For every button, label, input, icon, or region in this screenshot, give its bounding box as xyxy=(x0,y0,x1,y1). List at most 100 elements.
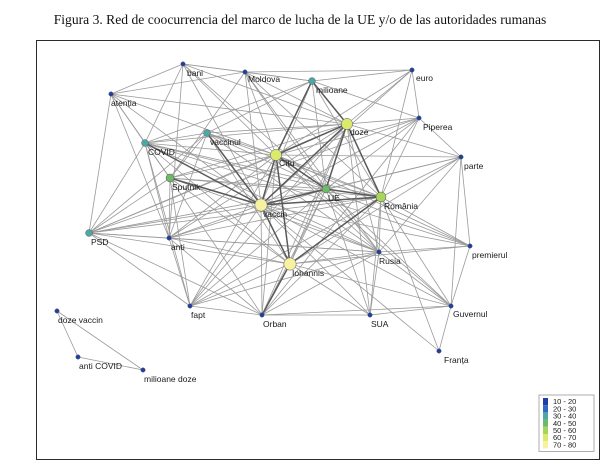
node-label-PSD: PSD xyxy=(91,237,108,247)
edge-Orban-Guvernul xyxy=(261,305,452,316)
edge-Moldova-Citu xyxy=(244,71,277,156)
node-label-UE: UE xyxy=(328,193,340,203)
node-label-milioane_doze: milioane doze xyxy=(144,374,197,384)
edge-UE-SUA xyxy=(325,188,371,316)
edge-atentia-doze xyxy=(110,93,348,125)
edge-Sputnik-UE xyxy=(169,177,327,190)
edge-vaccin-SUA xyxy=(260,204,371,316)
edge-COVID-Citu xyxy=(144,142,277,156)
node-Romania xyxy=(375,191,387,203)
edge-Romania-SUA xyxy=(369,196,382,316)
edge-vaccinul-Rusia xyxy=(206,132,380,253)
edge-atentia-PSD xyxy=(88,93,112,234)
edge-Citu-Iohannis xyxy=(275,154,291,265)
node-Iohannis xyxy=(283,257,297,271)
edge-doze-Romania xyxy=(346,123,382,198)
edge-bani-Citu xyxy=(182,63,277,156)
legend-label-4: 50 - 60 xyxy=(553,426,576,435)
edge-Sputnik-Iohannis xyxy=(169,177,291,265)
node-label-milioane: milioane xyxy=(316,85,348,95)
edge-Citu-Romania xyxy=(275,154,382,198)
edge-Iohannis-Guvernul xyxy=(289,263,452,307)
edge-parte-Iohannis xyxy=(289,156,462,265)
node-SUA xyxy=(367,312,373,318)
edge-Iohannis-Romania xyxy=(289,196,382,265)
edge-Rusia-fapt xyxy=(189,251,380,307)
edge-Iohannis-fapt xyxy=(189,263,291,307)
node-label-COVID: COVID xyxy=(148,147,175,157)
edge-milioane-vaccin xyxy=(260,80,313,206)
legend-swatch-1 xyxy=(543,405,548,413)
edge-Sputnik-PSD xyxy=(88,177,171,234)
node-Rusia xyxy=(376,249,382,255)
edge-vaccin-Iohannis xyxy=(260,204,291,265)
edge-Piperea-UE xyxy=(325,117,420,190)
edge-anti-fapt xyxy=(168,237,191,307)
edge-vaccin-Franta xyxy=(260,204,440,352)
legend-label-0: 10 - 20 xyxy=(553,397,576,406)
edge-parte-Rusia xyxy=(378,156,462,253)
edge-Piperea-parte xyxy=(418,117,462,158)
edge-doze-Sputnik xyxy=(169,123,348,179)
edge-Sputnik-Orban xyxy=(169,177,263,316)
node-doze_vaccin xyxy=(54,308,60,314)
edge-doze-anti xyxy=(168,123,348,239)
edge-doze_vaccin-anti_COVID xyxy=(56,310,79,358)
edge-Piperea-Orban xyxy=(261,117,420,316)
edge-vaccin-premierul xyxy=(260,204,471,247)
edge-fapt-Orban xyxy=(189,305,263,316)
legend-label-6: 70 - 80 xyxy=(553,440,576,449)
legend-label-3: 40 - 50 xyxy=(553,419,576,428)
edge-anti_COVID-milioane_doze xyxy=(77,356,144,371)
node-Moldova xyxy=(242,69,248,75)
edge-vaccin-anti xyxy=(168,204,262,239)
edge-UE-Guvernul xyxy=(325,188,452,307)
edge-Citu-Sputnik xyxy=(169,154,277,179)
edge-milioane-Citu xyxy=(275,80,313,156)
node-label-atentia: atenția xyxy=(111,98,137,108)
node-Guvernul xyxy=(448,303,454,309)
node-label-fapt: fapt xyxy=(191,310,206,320)
edge-doze-parte xyxy=(346,123,462,158)
legend-label-2: 30 - 40 xyxy=(553,412,576,421)
edge-doze-UE xyxy=(325,123,348,190)
edge-Moldova-atentia xyxy=(110,71,246,95)
edge-Rusia-premierul xyxy=(378,245,471,253)
edge-doze-fapt xyxy=(189,123,348,307)
node-label-vaccin: vaccin xyxy=(263,209,287,219)
edge-milioane-COVID xyxy=(144,80,313,144)
edge-Romania-premierul xyxy=(380,196,471,247)
edge-bani-doze xyxy=(182,63,348,125)
node-label-Citu: Cîțu xyxy=(279,158,295,168)
edge-COVID-Sputnik xyxy=(144,142,171,179)
edge-atentia-anti xyxy=(110,93,170,239)
node-label-anti_COVID: anti COVID xyxy=(79,361,122,371)
node-Orban xyxy=(259,312,265,318)
edge-euro-Piperea xyxy=(411,69,420,119)
node-euro xyxy=(409,67,415,73)
edge-vaccin-UE xyxy=(260,188,327,206)
node-label-Iohannis: Iohannis xyxy=(292,268,324,278)
node-atentia xyxy=(108,91,114,97)
edge-COVID-UE xyxy=(144,142,327,190)
node-label-doze_vaccin: doze vaccin xyxy=(58,315,103,325)
node-label-euro: euro xyxy=(416,73,433,83)
node-fapt xyxy=(187,303,193,309)
node-parte xyxy=(458,154,464,160)
edge-vaccinul-anti xyxy=(168,132,208,239)
node-label-Sputnik: Sputnik xyxy=(172,182,201,192)
edge-PSD-Iohannis xyxy=(88,232,291,265)
edge-vaccinul-Sputnik xyxy=(169,132,208,179)
node-bani xyxy=(180,61,186,67)
edge-Sputnik-Rusia xyxy=(169,177,380,253)
edge-Guvernul-Franta xyxy=(438,305,452,352)
edge-Moldova-milioane xyxy=(244,71,313,82)
edge-milioane-vaccinul xyxy=(206,80,313,134)
node-milioane_doze xyxy=(140,367,146,373)
edge-anti-Orban xyxy=(168,237,263,316)
edge-atentia-Citu xyxy=(110,93,277,156)
edge-doze-Rusia xyxy=(346,123,380,253)
node-label-parte: parte xyxy=(464,161,484,171)
edge-milioane-Romania xyxy=(311,80,382,198)
